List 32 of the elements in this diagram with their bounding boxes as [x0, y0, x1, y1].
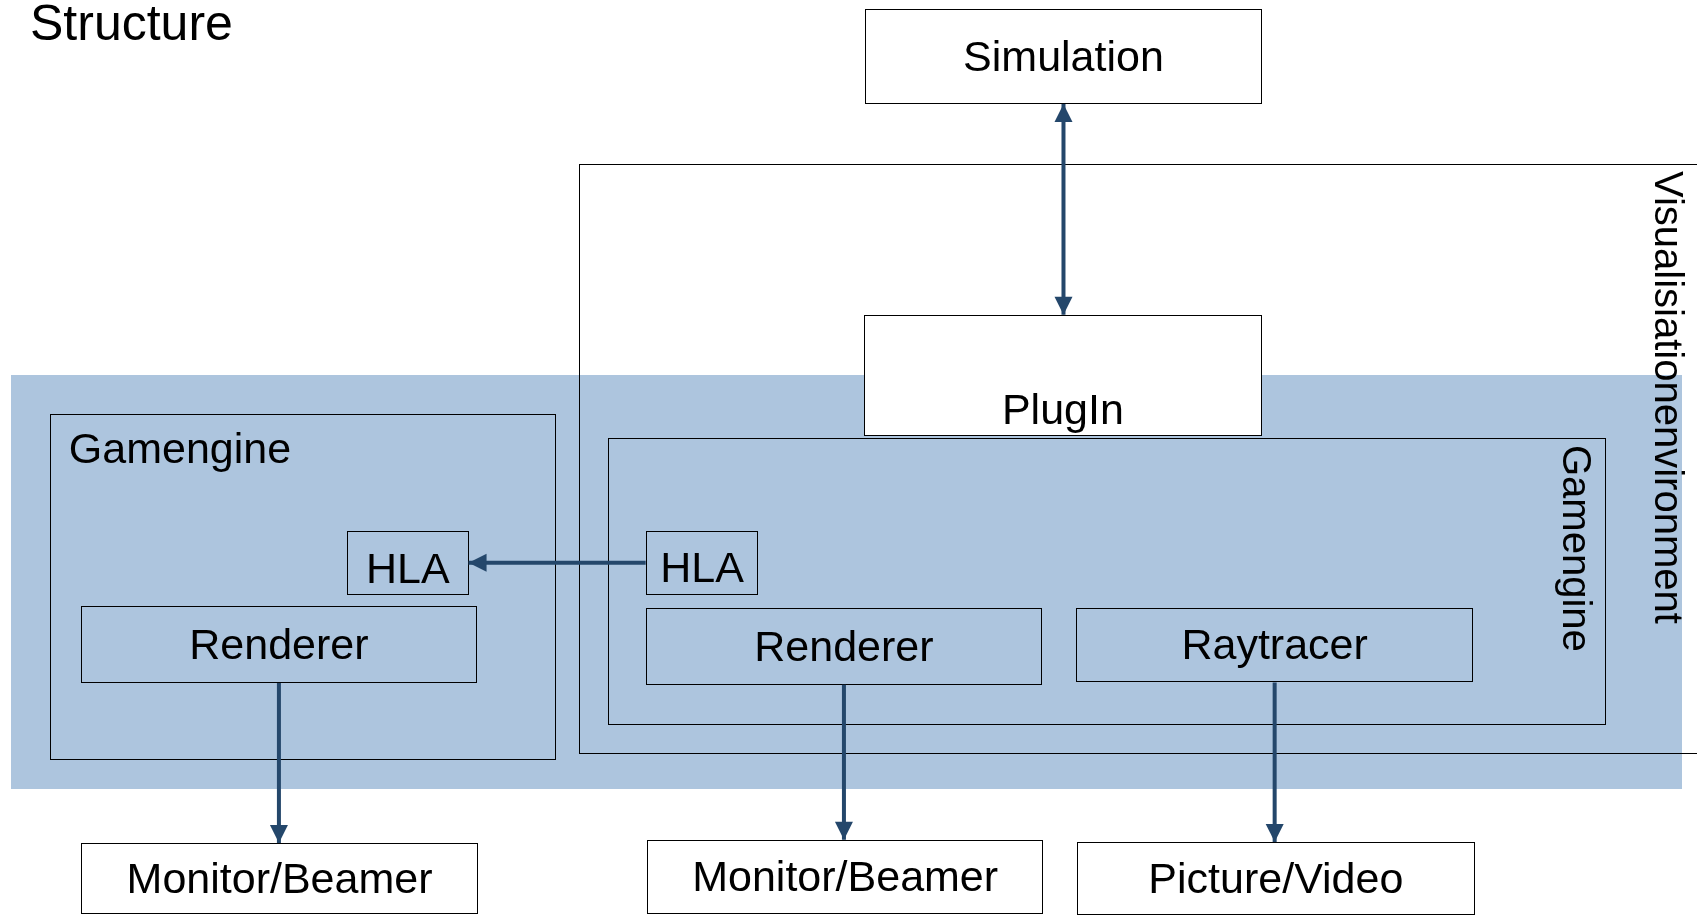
process-box	[1075, 607, 1474, 683]
container-box	[578, 163, 1697, 755]
arrow	[1265, 682, 1284, 842]
process-box	[645, 607, 1043, 685]
process-box	[864, 314, 1262, 437]
process-box	[645, 530, 759, 595]
node-label: Renderer	[189, 621, 369, 669]
node-label: Simulation	[963, 32, 1164, 80]
node-label: Monitor/Beamer	[692, 853, 999, 901]
group-label: Gamengine	[1555, 445, 1600, 652]
arrow	[269, 683, 288, 843]
process-box	[81, 843, 478, 915]
process-box	[80, 606, 478, 684]
node-label: HLA	[660, 544, 744, 592]
process-box	[347, 531, 469, 596]
node-label: Raytracer	[1181, 621, 1368, 669]
container-box	[608, 438, 1607, 726]
arrow	[834, 684, 853, 840]
title: Structure	[30, 0, 233, 52]
process-box	[864, 8, 1263, 104]
group-label: Gamengine	[68, 424, 292, 473]
process-box	[1077, 841, 1475, 915]
node-label: HLA	[366, 545, 450, 593]
node-label: Renderer	[754, 622, 934, 670]
arrow	[468, 553, 646, 572]
node-label: PlugIn	[1001, 385, 1124, 434]
node-label: Monitor/Beamer	[126, 855, 433, 903]
group-label: Visualisiationenvironment	[1646, 170, 1691, 624]
container-box	[49, 413, 556, 760]
process-box	[646, 839, 1044, 915]
node-label: Picture/Video	[1148, 854, 1404, 902]
arrow	[1054, 104, 1073, 315]
